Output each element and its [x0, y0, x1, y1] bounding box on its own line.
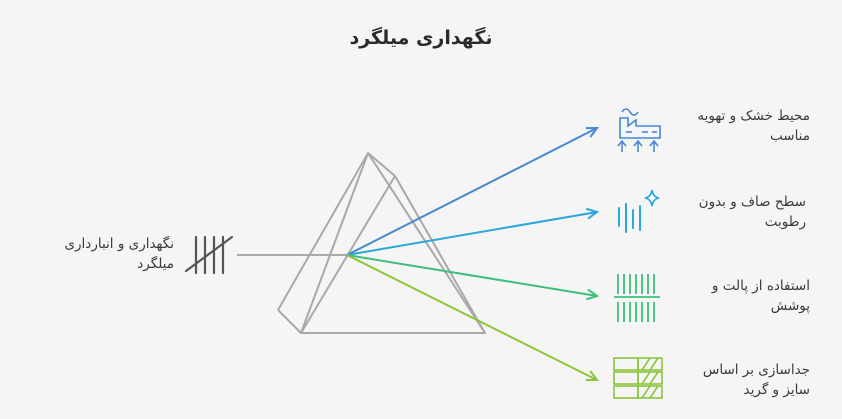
factory-ventilation-icon: [617, 108, 661, 152]
output-label-surface: سطح صاف و بدون رطوبت: [699, 192, 806, 232]
sorted-bars-icon: [613, 357, 663, 399]
pallet-icon: [614, 274, 660, 322]
output-label-line2: پوشش: [770, 298, 810, 314]
output-ray: [346, 254, 598, 297]
output-label-line1: استفاده از پالت و: [711, 278, 810, 294]
output-rays: [346, 126, 600, 381]
input-label: نگهداری و انبارداری میلگرد: [64, 234, 174, 274]
output-label-sorting: جداسازی بر اساس سایز و گرید: [703, 360, 810, 400]
arrow-head-icon: [586, 288, 600, 301]
output-label-pallet: استفاده از پالت و پوشش: [712, 276, 810, 316]
arrow-head-icon: [586, 207, 600, 220]
rebar-bundle-icon: [184, 235, 234, 275]
output-label-line2: سایز و گرید: [743, 382, 810, 398]
prism: [277, 152, 486, 334]
arrow-head-icon: [585, 126, 599, 138]
output-label-line2: مناسب: [770, 128, 810, 144]
input-label-line2: میلگرد: [137, 256, 174, 272]
output-label-line1: محیط خشک و تهویه: [697, 108, 810, 124]
page-title: نگهداری میلگرد: [349, 27, 493, 49]
output-label-ventilation: محیط خشک و تهویه مناسب: [697, 106, 810, 146]
moisture-sparkle-icon: [618, 189, 660, 233]
input-label-line1: نگهداری و انبارداری: [64, 236, 174, 252]
output-ray: [346, 211, 598, 256]
output-label-line1: جداسازی بر اساس: [702, 362, 810, 378]
output-label-line2: رطوبت: [764, 214, 806, 230]
output-ray: [346, 127, 598, 256]
output-label-line1: سطح صاف و بدون: [698, 194, 806, 210]
output-ray: [346, 254, 598, 381]
arrow-head-icon: [585, 370, 599, 381]
